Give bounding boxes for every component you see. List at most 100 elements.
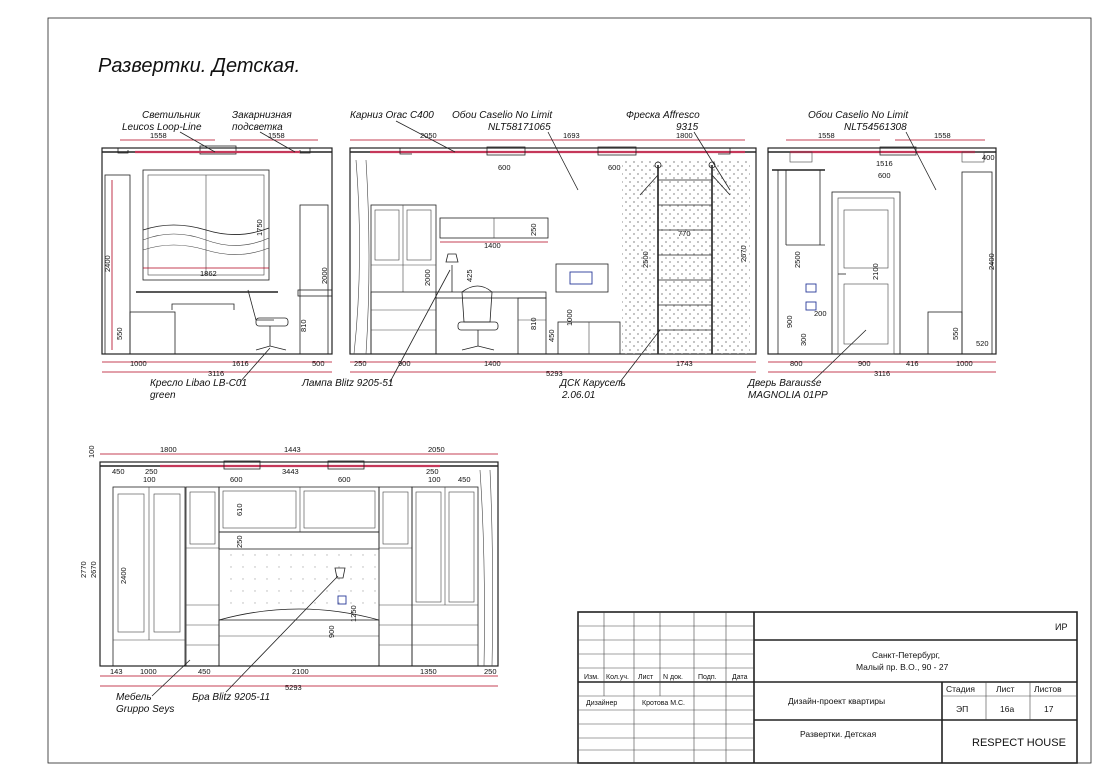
dim-e1-window-width: 1862 [200, 269, 217, 278]
callout-zakarniznaya: Закарнизная [232, 110, 292, 121]
dim-e2-lamp-height: 425 [465, 269, 474, 282]
dim-e3-socket-2-height: 300 [799, 333, 808, 346]
dim-e4-top-3: 2050 [428, 445, 445, 454]
dim-e4-h-shelf: 250 [235, 535, 244, 548]
callout-karniz: Карниз Orac C400 [350, 110, 434, 121]
tb-sheet-no: 16а [1000, 704, 1014, 714]
tb-col-izm: Изм. [584, 674, 599, 681]
callout-kreslo: Кресло Libao LB-C01 [150, 378, 247, 389]
tb-author: Кротова М.С. [642, 700, 685, 707]
dim-e1-bench-height: 550 [115, 327, 124, 340]
dim-e4-spot-1: 600 [230, 475, 243, 484]
dim-e3-base-4: 1000 [956, 359, 973, 368]
tb-city: Санкт-Петербург, [872, 650, 940, 660]
tb-sheets-total: 17 [1044, 704, 1054, 714]
dim-e2-spot-2: 600 [608, 163, 621, 172]
dim-e4-t6: 450 [458, 475, 471, 484]
dim-e4-h-sconce: 1250 [349, 605, 358, 622]
callout-oboi-1-code: NLT58171065 [488, 122, 551, 133]
elevation-1: 1558 1558 1862 2400 1750 2000 550 810 10… [101, 131, 333, 378]
callouts: Светильник Leucos Loop-Line Закарнизная … [116, 109, 937, 715]
dim-e4-t5: 100 [428, 475, 441, 484]
callout-kreslo-color: green [150, 390, 176, 401]
dim-e2-shelf-width: 1400 [484, 241, 501, 250]
dim-e1-top-right: 1558 [268, 131, 285, 140]
tb-stage: ЭП [956, 704, 968, 714]
elevation-3: 1558 1558 1516 600 400 2500 2100 2400 90… [767, 131, 997, 378]
tb-address: Малый пр. В.О., 90 - 27 [856, 662, 949, 672]
dim-e2-shelf-height: 250 [529, 223, 538, 236]
dim-e2-wardrobe-height: 2000 [423, 269, 432, 286]
callout-svetilnik-model: Leucos Loop-Line [122, 122, 202, 133]
dim-e2-total: 5293 [546, 369, 563, 378]
dim-e1-window-height: 1750 [255, 219, 264, 236]
dim-e4-t3: 100 [143, 475, 156, 484]
dim-e3-offset: 200 [814, 309, 827, 318]
dim-e1-height: 2400 [103, 255, 112, 272]
callout-oboi-1: Обои Caselio No Limit [452, 109, 553, 121]
dim-e4-h-upper: 610 [235, 503, 244, 516]
elevation-2: 2050 1693 1800 600 600 1400 250 2000 425… [349, 131, 757, 378]
tb-col-list: Лист [638, 674, 654, 681]
callout-dsk-code: 2.06.01 [561, 390, 595, 401]
callout-bra: Бра Blitz 9205-11 [192, 692, 270, 703]
dim-e4-t1: 450 [112, 467, 125, 476]
dim-e2-picture-height: 1000 [565, 309, 574, 326]
dim-e1-base-1: 1000 [130, 359, 147, 368]
callout-mebel-brand: Gruppo Seys [116, 704, 174, 715]
dim-e2-base-4: 1743 [676, 359, 693, 368]
dim-e3-bench-width: 520 [976, 339, 989, 348]
dim-e4-top-1: 1800 [160, 445, 177, 454]
dim-e3-base-1: 800 [790, 359, 803, 368]
dim-e4-center: 3443 [282, 467, 299, 476]
dim-e3-socket-1-height: 900 [785, 315, 794, 328]
dim-e2-ladder-width: 770 [678, 229, 691, 238]
dim-e3-wall-height: 2400 [987, 253, 996, 270]
dim-e1-top-left: 1558 [150, 131, 167, 140]
dim-e4-base-4: 2100 [292, 667, 309, 676]
sheet-frame [47, 17, 1092, 764]
elevation-4: 1800 1443 2050 450 250 100 3443 600 600 … [79, 445, 499, 692]
dim-e4-top-2: 1443 [284, 445, 301, 454]
callout-dver: Дверь Barausse [747, 378, 822, 389]
callout-dver-model: MAGNOLIA 01PP [748, 390, 828, 401]
dim-e2-desk-height: 810 [529, 317, 538, 330]
tb-col-ndok: N док. [663, 674, 683, 681]
dim-e4-t4: 250 [426, 467, 439, 476]
tb-col-podp: Подп. [698, 674, 717, 681]
dim-e2-top-2: 1693 [563, 131, 580, 140]
dim-e3-side: 400 [982, 153, 995, 162]
callout-freska-code: 9315 [676, 122, 699, 133]
dim-e1-desk-height: 810 [299, 319, 308, 332]
tb-col-kolych: Кол.уч. [606, 674, 629, 681]
dim-e3-top-left: 1558 [818, 131, 835, 140]
dim-e4-h-socket: 900 [327, 625, 336, 638]
tb-project: Дизайн-проект квартиры [788, 696, 885, 706]
dim-e4-h-total: 2770 [79, 561, 88, 578]
dim-e3-width-2: 600 [878, 171, 891, 180]
dim-e3-bench-height: 550 [951, 327, 960, 340]
callout-podsvetka: подсветка [232, 122, 283, 133]
callout-mebel: Мебель [116, 691, 152, 703]
dim-e1-base-2: 1616 [232, 359, 249, 368]
tb-sheet-name: Развертки. Детская [800, 729, 877, 739]
dim-e3-base-3: 416 [906, 359, 919, 368]
dim-e4-base-5: 1350 [420, 667, 437, 676]
dim-e1-base-3: 500 [312, 359, 325, 368]
dim-e3-top-right: 1558 [934, 131, 951, 140]
dim-e3-total: 3116 [874, 369, 890, 378]
dim-e3-door-height: 2100 [871, 263, 880, 280]
tb-col-data: Дата [732, 674, 748, 681]
callout-oboi-2-code: NLT54561308 [844, 122, 907, 133]
tb-sheet-header: Лист [996, 684, 1015, 694]
title-block: Изм. Кол.уч. Лист N док. Подп. Дата Диза… [577, 611, 1078, 764]
dim-e2-base-3: 1400 [484, 359, 501, 368]
dim-e4-base-2: 1000 [140, 667, 157, 676]
dim-e4-base-1: 143 [110, 667, 123, 676]
tb-company: RESPECT HOUSE [972, 737, 1066, 749]
dim-e4-total: 5293 [285, 683, 302, 692]
tb-sheets-header: Листов [1034, 684, 1062, 694]
sheet-title: Развертки. Детская. [98, 55, 300, 77]
dim-e4-h-wall: 2670 [89, 561, 98, 578]
